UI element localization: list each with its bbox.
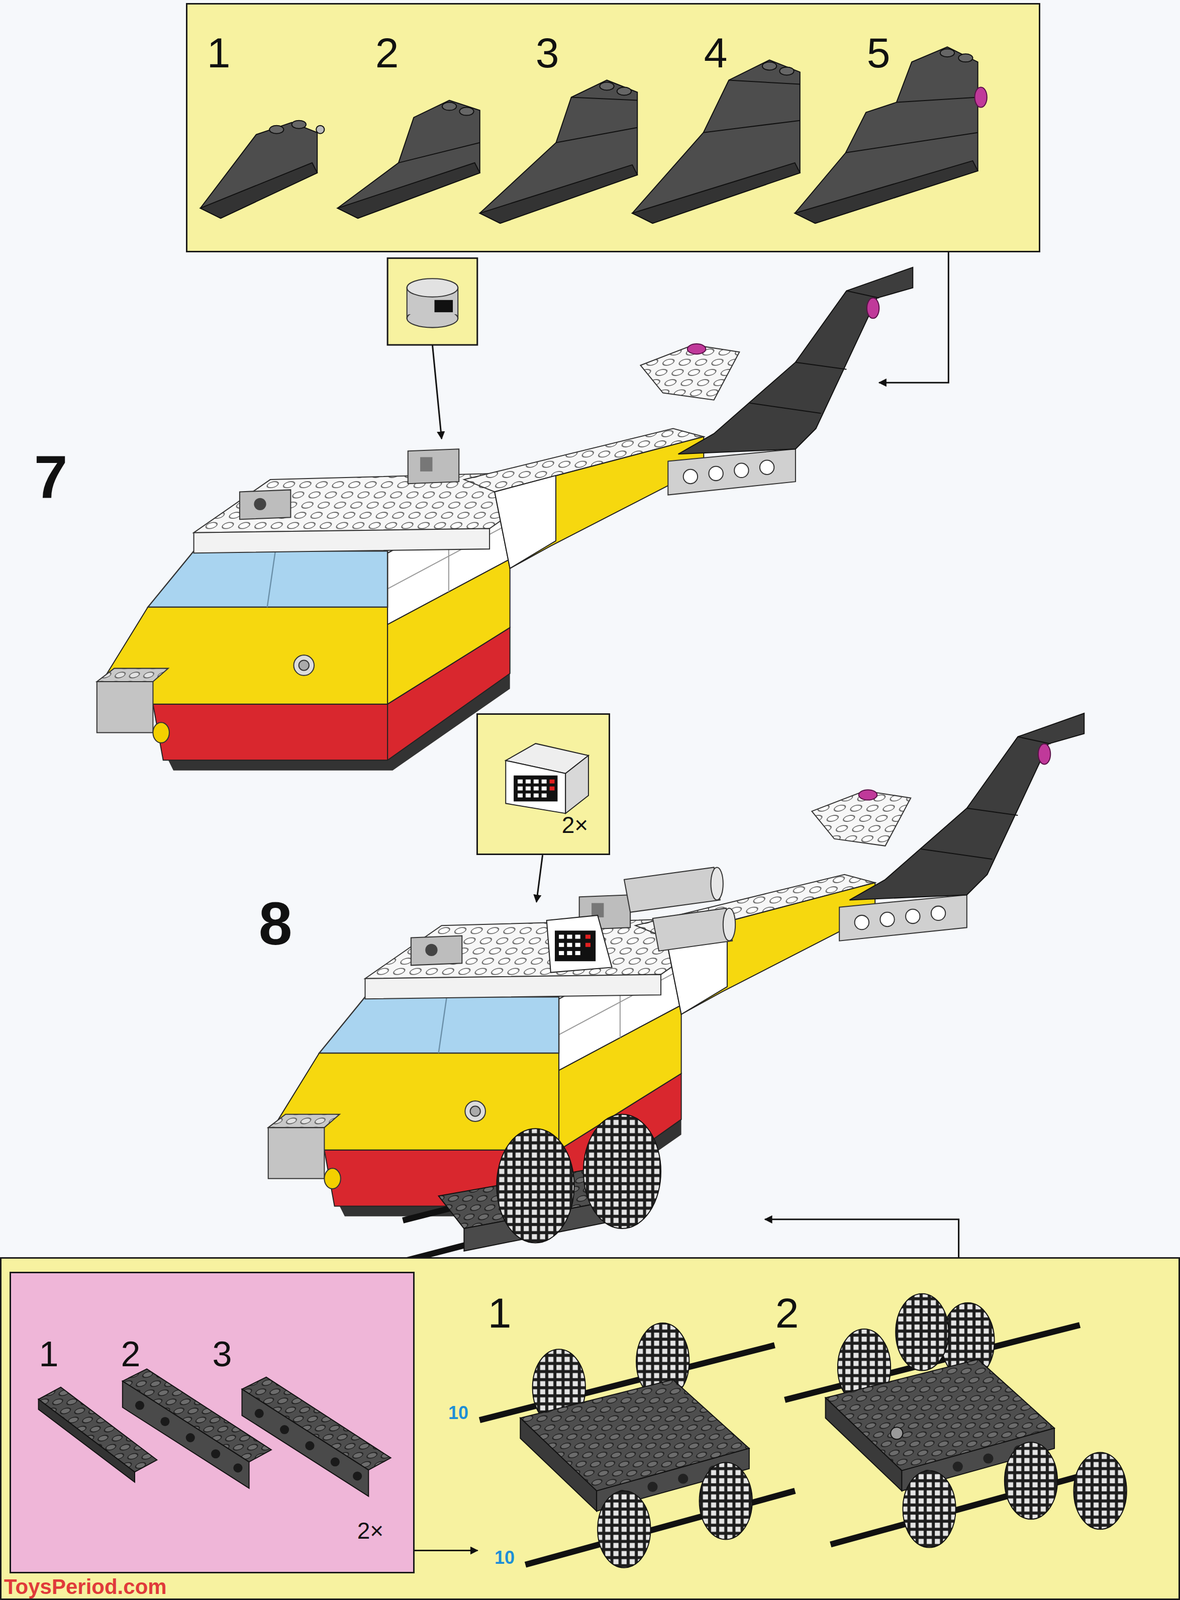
step-number: 8: [258, 893, 293, 954]
parts-illustration: [477, 714, 609, 854]
substep-number: 2: [121, 1336, 141, 1372]
substep-number: 1: [487, 1291, 512, 1334]
axle-length: 10: [494, 1548, 515, 1567]
quantity-label: 2×: [561, 813, 588, 837]
step-panel: 1 2 3 4 5: [185, 3, 1041, 253]
substep-number: 2: [775, 1291, 800, 1334]
parts-panel: 1 2 10 10 1 2 3 2×: [0, 1256, 1180, 1600]
substep-number: 1: [39, 1336, 59, 1372]
substep-number: 5: [866, 31, 891, 74]
watermark: ToysPeriod.com: [4, 1576, 167, 1598]
step-number: 7: [34, 446, 68, 507]
subassembly-panel: 1 2 3 2×: [9, 1271, 415, 1573]
substep-number: 3: [212, 1336, 233, 1372]
parts-illustration: [11, 1272, 414, 1572]
substep-number: 1: [207, 31, 231, 74]
quantity-label: 2×: [357, 1518, 384, 1542]
parts-illustration: [187, 4, 1039, 251]
substep-number: 2: [375, 31, 400, 74]
substep-number: 4: [704, 31, 728, 74]
substep-number: 3: [535, 31, 560, 74]
callout-box: 2×: [476, 713, 611, 855]
axle-length: 10: [448, 1403, 469, 1422]
